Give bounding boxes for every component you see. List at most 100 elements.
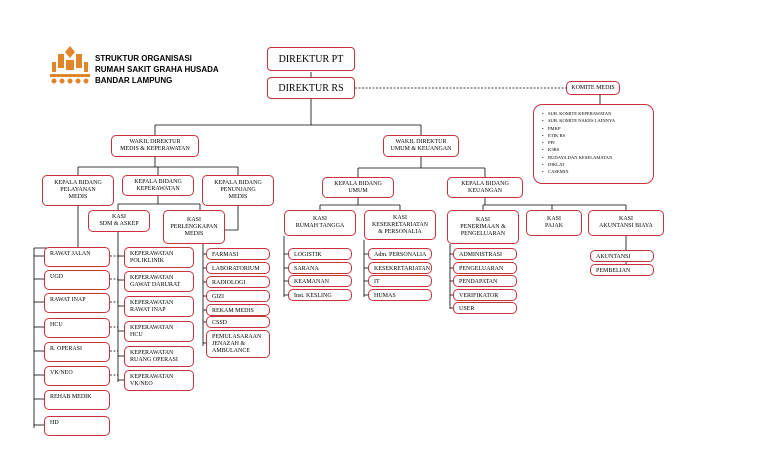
unit-label: KEPERAWATAN RUANG OPERASI xyxy=(130,350,178,363)
header-line-2: RUMAH SAKIT GRAHA HUSADA xyxy=(95,65,219,74)
unit-keperawatan: KEPERAWATAN VK/NEO xyxy=(124,370,194,391)
kasi-perlengkapan-label: KASI PERLENGKAPAN MEDIS xyxy=(170,216,218,237)
wakil-direktur-umum-box: WAKIL DIREKTUR UMUM & KEUANGAN xyxy=(383,135,459,157)
direktur-pt-box: DIREKTUR PT xyxy=(267,47,355,71)
komite-item: BUDAYA DAN KESELAMATAN xyxy=(542,154,649,162)
komite-item: K3RS xyxy=(542,146,649,154)
kasi-penerimaan-label: KASI PENERIMAAN & PENGELUARAN xyxy=(460,216,506,237)
unit-label: REHAB MEDIK xyxy=(50,394,92,400)
unit-penerimaan: ADMINISTRASI xyxy=(453,248,517,260)
header-title: STRUKTUR ORGANISASI RUMAH SAKIT GRAHA HU… xyxy=(95,53,219,86)
header-line-3: BANDAR LAMPUNG xyxy=(95,76,173,85)
wakil-direktur-medis-box: WAKIL DIREKTUR MEDIS & KEPERAWATAN xyxy=(111,135,199,157)
unit-label: PEMULASARAAN JENAZAH & AMBULANCE xyxy=(212,334,262,354)
unit-pelayanan: REHAB MEDIK xyxy=(44,390,110,410)
kepala-penunjang-label: KEPALA BIDANG PENUNJANG MEDIS xyxy=(214,180,262,200)
unit-keperawatan: KEPERAWATAN RAWAT INAP xyxy=(124,296,194,317)
unit-label: CSSD xyxy=(212,320,228,326)
wakil-direktur-medis-label: WAKIL DIREKTUR MEDIS & KEPERAWATAN xyxy=(120,139,190,152)
unit-label: RADIOLOGI xyxy=(212,280,246,286)
kasi-sdm-label: KASI SDM & ASKEP xyxy=(99,214,139,227)
unit-keperawatan: KEPERAWATAN GAWAT DARURAT xyxy=(124,271,194,292)
wakil-direktur-umum-label: WAKIL DIREKTUR UMUM & KEUANGAN xyxy=(390,139,452,152)
direktur-rs-label: DIREKTUR RS xyxy=(278,82,344,94)
unit-keperawatan: KEPERAWATAN RUANG OPERASI xyxy=(124,346,194,367)
unit-label: PEMBELIAN xyxy=(596,268,631,274)
hospital-logo-icon xyxy=(50,46,90,84)
kepala-umum-box: KEPALA BIDANG UMUM xyxy=(322,177,394,198)
unit-rumah-tangga: LOGISTIK xyxy=(288,248,352,260)
unit-pelayanan: R. OPERASI xyxy=(44,342,110,362)
kasi-kesekretariatan-label: KASI KESEKRETARIATAN & PERSONALIA xyxy=(371,214,429,235)
unit-keperawatan: KEPERAWATAN POLIKLINIK xyxy=(124,247,194,268)
kasi-akuntansi-box: KASI AKUNTANSI BIAYA xyxy=(588,210,664,236)
komite-item: DIKLAT xyxy=(542,161,649,169)
unit-akuntansi: PEMBELIAN xyxy=(590,264,654,276)
unit-penerimaan: PENDAPATAN xyxy=(453,275,517,287)
unit-pelayanan: RAWAT INAP xyxy=(44,293,110,313)
unit-label: AKUNTANSI xyxy=(596,254,631,260)
unit-label: GIZI xyxy=(212,294,224,300)
unit-label: SARANA xyxy=(294,266,319,272)
unit-label: KEPERAWATAN POLIKLINIK xyxy=(130,251,174,264)
unit-label: PENGELUARAN xyxy=(459,266,504,272)
unit-penunjang: REKAM MEDIS xyxy=(206,304,270,316)
unit-label: VK/NEO xyxy=(50,370,73,376)
unit-akuntansi: AKUNTANSI xyxy=(590,250,654,262)
unit-label: REKAM MEDIS xyxy=(212,308,254,314)
komite-item: CASEMIX xyxy=(542,168,649,176)
unit-pelayanan: HD xyxy=(44,416,110,436)
unit-keperawatan: KEPERAWATAN HCU xyxy=(124,321,194,342)
kasi-perlengkapan-box: KASI PERLENGKAPAN MEDIS xyxy=(163,210,225,244)
unit-penunjang: LABORATORIUM xyxy=(206,262,270,274)
kepala-penunjang-box: KEPALA BIDANG PENUNJANG MEDIS xyxy=(202,175,274,206)
unit-kesekretariatan: HUMAS xyxy=(368,289,432,301)
unit-label: KESEKRETARIATAN xyxy=(374,266,431,272)
unit-label: KEAMANAN xyxy=(294,279,329,285)
unit-rumah-tangga: Inst. KESLING xyxy=(288,289,352,301)
unit-label: PENDAPATAN xyxy=(459,279,498,285)
unit-kesekretariatan: KESEKRETARIATAN xyxy=(368,262,432,274)
unit-label: LOGISTIK xyxy=(294,252,322,258)
kasi-akuntansi-label: KASI AKUNTANSI BIAYA xyxy=(599,216,653,229)
kepala-pelayanan-box: KEPALA BIDANG PELAYANAN MEDIS xyxy=(42,175,114,206)
unit-pelayanan: HCU xyxy=(44,318,110,338)
kepala-umum-label: KEPALA BIDANG UMUM xyxy=(334,180,382,194)
unit-rumah-tangga: SARANA xyxy=(288,262,352,274)
komite-item: SUB. KOMITE KEPERAWATAN xyxy=(542,110,649,118)
unit-penunjang: PEMULASARAAN JENAZAH & AMBULANCE xyxy=(206,330,270,358)
unit-label: KEPERAWATAN VK/NEO xyxy=(130,374,174,387)
unit-label: KEPERAWATAN GAWAT DARURAT xyxy=(130,275,181,288)
unit-label: RAWAT INAP xyxy=(50,297,86,303)
kepala-keuangan-label: KEPALA BIDANG KEUANGAN xyxy=(461,180,509,194)
kasi-pajak-label: KASI PAJAK xyxy=(544,216,564,229)
unit-label: R. OPERASI xyxy=(50,346,83,352)
unit-label: HD xyxy=(50,420,59,426)
unit-penerimaan: PENGELUARAN xyxy=(453,262,517,274)
direktur-rs-box: DIREKTUR RS xyxy=(267,77,355,99)
kepala-keperawatan-box: KEPALA BIDANG KEPERAWATAN xyxy=(122,175,194,196)
kasi-pajak-box: KASI PAJAK xyxy=(526,210,582,236)
komite-item: PPI xyxy=(542,139,649,147)
unit-label: USER xyxy=(459,306,475,312)
kepala-keperawatan-label: KEPALA BIDANG KEPERAWATAN xyxy=(134,178,182,192)
unit-penunjang: RADIOLOGI xyxy=(206,276,270,288)
unit-kesekretariatan: IT xyxy=(368,275,432,287)
komite-item: ETIK RS xyxy=(542,132,649,140)
unit-label: KEPERAWATAN RAWAT INAP xyxy=(130,300,174,313)
unit-label: RAWAT JALAN xyxy=(50,251,91,257)
kepala-keuangan-box: KEPALA BIDANG KEUANGAN xyxy=(447,177,523,198)
komite-item: PMKP xyxy=(542,125,649,133)
unit-label: IT xyxy=(374,279,380,285)
unit-label: FARMASI xyxy=(212,252,239,258)
komite-medis-list: SUB. KOMITE KEPERAWATAN SUB. KOMITE NAKE… xyxy=(533,104,654,184)
kepala-pelayanan-label: KEPALA BIDANG PELAYANAN MEDIS xyxy=(54,180,102,200)
unit-penunjang: FARMASI xyxy=(206,248,270,260)
direktur-pt-label: DIREKTUR PT xyxy=(278,53,344,65)
unit-label: Inst. KESLING xyxy=(294,293,332,299)
kasi-rumah-tangga-label: KASI RUMAH TANGGA xyxy=(295,216,345,229)
unit-rumah-tangga: KEAMANAN xyxy=(288,275,352,287)
kasi-kesekretariatan-box: KASI KESEKRETARIATAN & PERSONALIA xyxy=(364,210,436,240)
unit-penunjang: GIZI xyxy=(206,290,270,302)
